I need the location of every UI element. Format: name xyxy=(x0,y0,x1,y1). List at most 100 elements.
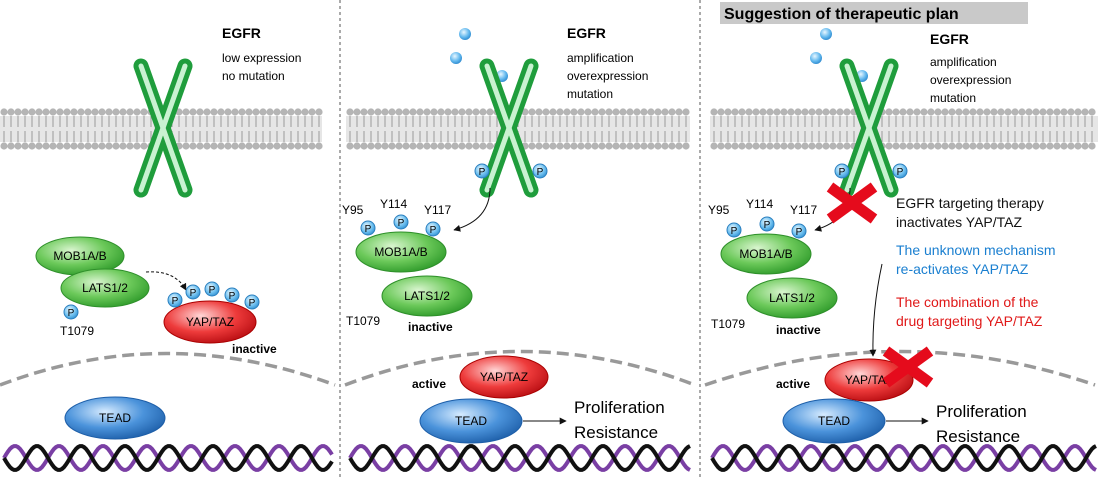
phospho-site-label: Y117 xyxy=(424,203,451,217)
phospho-site-label: T1079 xyxy=(60,324,94,338)
egfr-description: amplification xyxy=(930,55,997,69)
red-x-icon xyxy=(826,182,878,224)
svg-text:P: P xyxy=(764,220,771,231)
mob1-label: MOB1A/B xyxy=(374,245,427,259)
lats-label: LATS1/2 xyxy=(82,281,128,295)
state-label: inactive xyxy=(232,342,277,356)
phospho-site-label: Y95 xyxy=(708,203,730,217)
egfr-description: no mutation xyxy=(222,69,285,83)
dna-helix xyxy=(2,444,334,472)
lats-oval: LATS1/2 xyxy=(746,277,838,319)
mechanism-note: The unknown mechanism xyxy=(896,242,1056,258)
state-label: inactive xyxy=(776,323,821,337)
yap-taz-label: YAP/TAZ xyxy=(186,315,234,329)
tead-label: TEAD xyxy=(455,414,487,428)
combination-note: drug targeting YAP/TAZ xyxy=(896,313,1043,329)
mob1-label: MOB1A/B xyxy=(53,249,106,263)
svg-text:P: P xyxy=(398,218,405,229)
svg-text:P: P xyxy=(430,225,437,236)
svg-text:P: P xyxy=(796,227,803,238)
phosphate-icon: P xyxy=(167,292,183,308)
phosphate-icon: P xyxy=(892,163,908,179)
phospho-site-label: T1079 xyxy=(711,317,745,331)
title-background xyxy=(720,2,1028,24)
egfr-description: overexpression xyxy=(567,69,648,83)
svg-text:P: P xyxy=(365,224,372,235)
svg-text:P: P xyxy=(479,167,486,178)
yap-taz-oval: YAP/TAZ xyxy=(824,358,914,402)
lats-label: LATS1/2 xyxy=(404,289,450,303)
phosphate-icon: P xyxy=(244,294,260,310)
phosphate-icon: P xyxy=(791,223,807,239)
svg-text:P: P xyxy=(172,296,179,307)
nuclear-envelope xyxy=(344,349,696,387)
egfr-label: EGFR xyxy=(567,25,606,41)
phospho-site-label: Y117 xyxy=(790,203,817,217)
state-label: inactive xyxy=(408,320,453,334)
lats-oval: LATS1/2 xyxy=(60,268,150,308)
phosphate-icon: P xyxy=(425,221,441,237)
dna-helix xyxy=(710,444,1097,472)
phosphate-icon: P xyxy=(759,216,775,232)
mob1-label: MOB1A/B xyxy=(739,247,792,261)
ligand-dot-icon xyxy=(459,28,471,40)
yap-taz-label: YAP/TAZ xyxy=(845,373,893,387)
state-label: active xyxy=(412,377,446,391)
tead-label: TEAD xyxy=(818,414,850,428)
svg-text:P: P xyxy=(68,308,75,319)
svg-text:P: P xyxy=(209,285,216,296)
svg-text:P: P xyxy=(190,288,197,299)
panel-title: Suggestion of therapeutic plan xyxy=(724,6,959,23)
egfr-description: mutation xyxy=(567,87,613,101)
mob1-oval: MOB1A/B xyxy=(35,236,125,276)
egfr-description: amplification xyxy=(567,51,634,65)
cell-membrane xyxy=(710,108,1098,150)
lats-oval: LATS1/2 xyxy=(381,275,473,317)
egfr-description: mutation xyxy=(930,91,976,105)
therapy-note: EGFR targeting therapy xyxy=(896,195,1044,211)
yap-taz-label: YAP/TAZ xyxy=(480,370,528,384)
egfr-receptor-icon xyxy=(479,58,539,198)
mob1-oval: MOB1A/B xyxy=(720,233,812,275)
tead-label: TEAD xyxy=(99,411,131,425)
phosphate-icon: P xyxy=(204,281,220,297)
svg-text:P: P xyxy=(731,226,738,237)
outcome-label: Resistance xyxy=(936,427,1020,446)
dna-helix xyxy=(348,444,691,472)
svg-text:P: P xyxy=(537,167,544,178)
mob1-oval: MOB1A/B xyxy=(355,231,447,273)
panel-3: Suggestion of therapeutic plan P P EGFR … xyxy=(708,2,1056,446)
mechanism-note: re-activates YAP/TAZ xyxy=(896,261,1029,277)
combination-note: The combination of the xyxy=(896,294,1039,310)
phosphate-icon: P xyxy=(393,214,409,230)
phosphate-icon: P xyxy=(185,284,201,300)
egfr-receptor-icon xyxy=(133,58,193,198)
ligand-dot-icon xyxy=(810,52,822,64)
tead-oval: TEAD xyxy=(782,398,886,444)
phosphate-icon: P xyxy=(532,163,548,179)
egfr-label: EGFR xyxy=(222,25,261,41)
cell-membrane xyxy=(346,108,690,150)
panel-1: EGFR low expression no mutation MOB1A/B … xyxy=(35,25,301,440)
egfr-description: low expression xyxy=(222,51,301,65)
svg-text:P: P xyxy=(229,291,236,302)
nuclear-envelope xyxy=(704,349,1096,387)
phosphate-icon: P xyxy=(474,163,490,179)
outcome-label: Resistance xyxy=(574,423,658,442)
svg-text:P: P xyxy=(839,167,846,178)
egfr-label: EGFR xyxy=(930,31,969,47)
phospho-site-label: Y114 xyxy=(746,197,773,211)
panel-2: P P EGFR amplification overexpression mu… xyxy=(342,25,665,444)
phosphate-icon: P xyxy=(224,287,240,303)
state-label: active xyxy=(776,377,810,391)
lats-label: LATS1/2 xyxy=(769,291,815,305)
ligand-dot-icon xyxy=(450,52,462,64)
egfr-description: overexpression xyxy=(930,73,1011,87)
phosphate-icon: P xyxy=(834,163,850,179)
yap-taz-oval: YAP/TAZ xyxy=(459,355,549,399)
phosphorylation-arrow xyxy=(145,271,187,291)
phosphate-icon: P xyxy=(726,222,742,238)
tead-oval: TEAD xyxy=(64,396,166,440)
svg-text:P: P xyxy=(249,298,256,309)
